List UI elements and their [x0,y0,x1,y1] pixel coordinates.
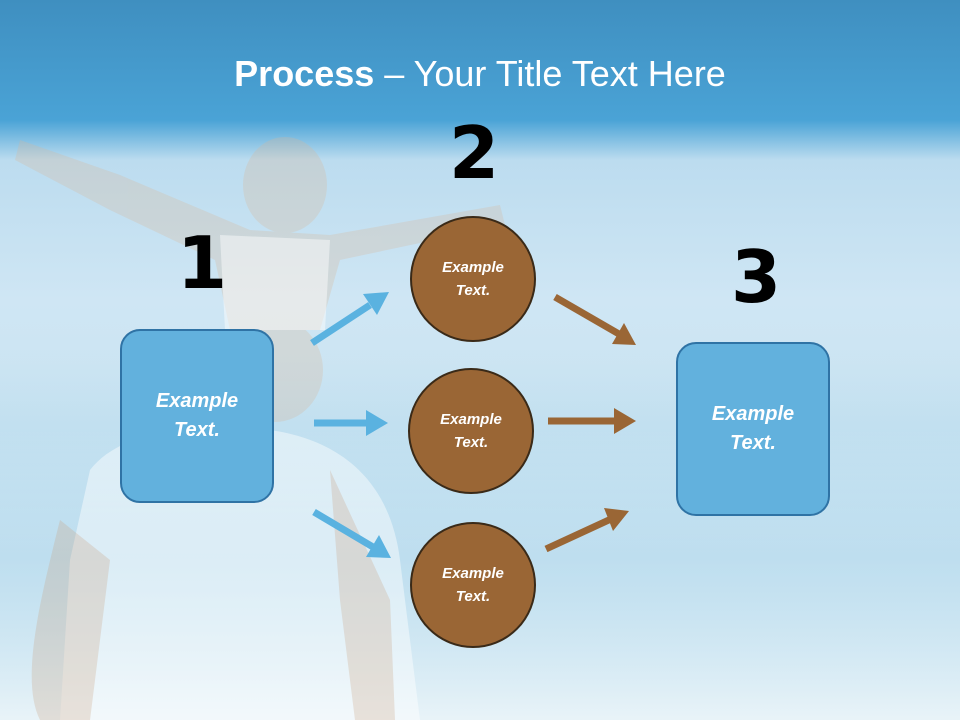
arrow-bottom-to-3 [544,508,629,553]
step-number-1: 1 [177,221,228,305]
step-1-box: Example Text. [120,329,274,503]
step-2-circle-bottom: Example Text. [410,522,536,648]
title-rest: – Your Title Text Here [374,53,726,94]
arrow-1-to-top [310,292,389,346]
step-2-circle-middle: Example Text. [408,368,534,494]
arrow-middle-to-3 [548,408,636,434]
arrow-1-to-bottom [312,508,391,558]
step-3-box: Example Text. [676,342,830,516]
step-3-label: Example Text. [711,403,795,454]
title-bold: Process [234,53,375,94]
step-number-3: 3 [731,235,782,319]
step-2-label-middle: Example Text. [440,411,502,451]
step-1-label: Example Text. [155,390,239,441]
step-number-2: 2 [449,111,500,195]
step-2-label-top: Example Text. [442,259,504,299]
step-2-label-bottom: Example Text. [442,565,504,605]
slide-title: Process – Your Title Text Here [0,52,960,96]
step-2-circle-top: Example Text. [410,216,536,342]
arrow-top-to-3 [553,293,636,345]
arrow-1-to-middle [314,410,388,436]
